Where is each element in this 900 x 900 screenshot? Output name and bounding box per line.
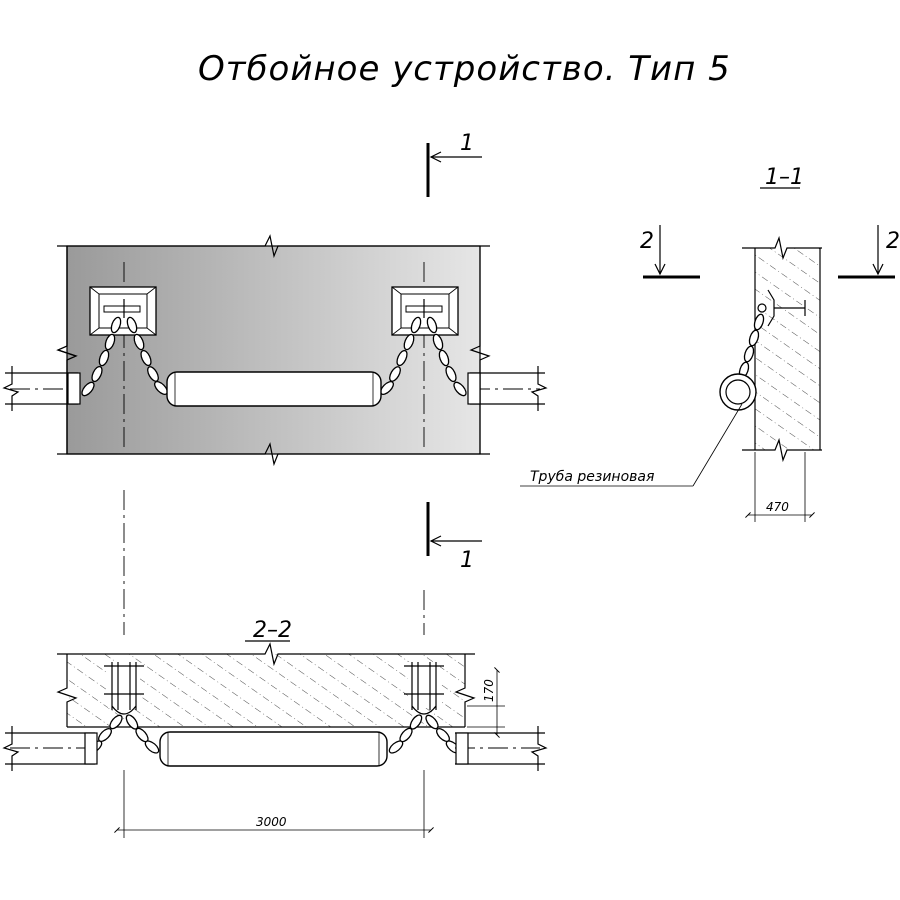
- beam-bottom-left: [2, 726, 98, 771]
- section-1-1: 1–1 2 2: [520, 165, 900, 522]
- beam-bottom-right: [455, 726, 548, 771]
- beam-plan-left: [2, 366, 81, 411]
- section-cut-2-left: 2: [640, 225, 700, 279]
- dimension-170-label: 170: [482, 679, 496, 702]
- section-mark-1-bottom: 1: [460, 548, 474, 573]
- section-2-2: 2–2: [2, 618, 548, 838]
- section-mark-2-right: 2: [886, 229, 900, 254]
- section-mark-1-top: 1: [460, 131, 474, 156]
- dimension-170: 170: [467, 667, 505, 738]
- chain-plan-left-inner: [126, 316, 168, 395]
- anchor-bolts-right: [404, 662, 444, 715]
- rubber-pipe-bottom: [159, 731, 388, 767]
- dimension-470: 470: [745, 452, 815, 522]
- rubber-pipe-section: [719, 373, 757, 411]
- section-1-1-title: 1–1: [765, 165, 804, 190]
- section-mark-2-left: 2: [640, 229, 654, 254]
- section-cut-1-top: 1: [426, 131, 482, 197]
- chain-bottom-left-inner: [125, 714, 160, 754]
- anchor-plate-left: [89, 286, 157, 336]
- wall-section-hatch: [755, 248, 820, 450]
- beam-plan-right: [467, 366, 548, 411]
- anchor-plate-right: [391, 286, 459, 336]
- anchor-section: [757, 289, 806, 327]
- rubber-pipe-plan: [166, 371, 382, 407]
- anchor-bolts-left: [104, 662, 144, 715]
- section-2-2-title: 2–2: [253, 618, 292, 643]
- plan-view: [2, 234, 548, 635]
- drawing-title: Отбойное устройство. Тип 5: [198, 49, 731, 89]
- section-cut-2-right: 2: [838, 225, 900, 279]
- section-cut-1-bottom: 1: [426, 502, 482, 573]
- leader-line: [692, 403, 743, 487]
- rubber-pipe-label: Труба резиновая: [530, 469, 654, 485]
- chain-plan-right-outer: [426, 316, 467, 397]
- dimension-3000: 3000: [114, 770, 434, 838]
- dimension-3000-label: 3000: [256, 815, 287, 829]
- concrete-wall-face: [66, 245, 481, 455]
- dimension-470-label: 470: [766, 500, 789, 514]
- chain-bottom-right-inner: [388, 714, 423, 754]
- chain-plan-left-outer: [81, 316, 122, 397]
